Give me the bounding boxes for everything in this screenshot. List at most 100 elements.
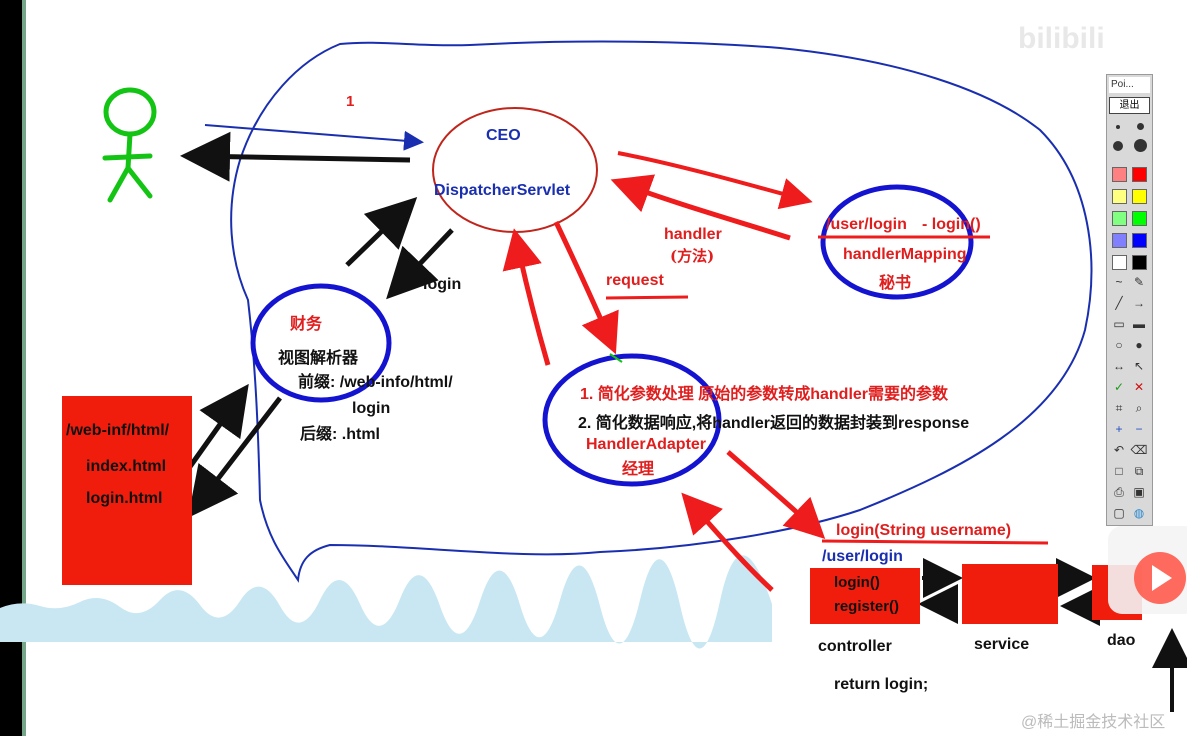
color-swatch[interactable]: [1112, 189, 1127, 204]
service-label: service: [974, 636, 1030, 653]
file-login-label: login.html: [86, 490, 163, 507]
color-swatch[interactable]: [1112, 233, 1127, 248]
color-swatch[interactable]: [1132, 211, 1147, 226]
arrow-adapter-to-dispatcher: [502, 228, 551, 366]
prefix-label: 前缀: /web-info/html/: [298, 374, 453, 391]
video-player-overlay[interactable]: [1108, 526, 1187, 614]
view-resolver-label: 视图解析器: [278, 348, 359, 367]
undo-icon[interactable]: ↶: [1113, 443, 1125, 457]
color-swatch[interactable]: [1112, 255, 1127, 270]
arrow-controller-to-adapter: [681, 492, 774, 592]
close-icon[interactable]: ✕: [1133, 380, 1145, 394]
left-green-edge: [22, 0, 26, 736]
mapping-role-label: 秘书: [879, 273, 912, 292]
globe-icon[interactable]: ◍: [1133, 506, 1145, 520]
controller-login-method: login(): [834, 574, 880, 591]
medium-brush-icon[interactable]: [1137, 123, 1144, 130]
crop-icon[interactable]: ⌗: [1115, 401, 1123, 415]
login-return-label: login: [423, 276, 462, 293]
screen-icon[interactable]: ▢: [1113, 506, 1125, 520]
handler-mapping-ellipse: [820, 184, 974, 300]
filled-ellipse-icon[interactable]: ●: [1135, 338, 1143, 352]
color-swatch[interactable]: [1132, 255, 1147, 270]
request-arrow: [204, 124, 424, 151]
color-swatch[interactable]: [1132, 167, 1147, 182]
eraser-icon[interactable]: ✎: [1133, 275, 1145, 289]
rect-icon[interactable]: ▭: [1113, 317, 1125, 331]
handler-adapter-label: HandlerAdapter: [586, 436, 707, 453]
arrow-dispatcher-to-resolver: [386, 228, 454, 300]
xlarge-brush-icon[interactable]: [1134, 139, 1147, 152]
ceo-label: CEO: [486, 127, 521, 144]
arrow-dispatcher-to-adapter: [553, 220, 619, 355]
drawing-toolbar: Poi... 退出 ~ ✎ ╱ → ▭ ▬ ○ ● ↔ ↖ ✓ ✕ ⌗ ⌕ +−↶ ⌫ □ ⧉ ⎙ ▣ ▢ ◍: [1106, 74, 1153, 526]
dao-label: dao: [1107, 632, 1136, 649]
cursor-icon[interactable]: ↖: [1133, 359, 1145, 373]
toolbar-title: Poi...: [1109, 77, 1150, 93]
controller-path-label: /user/login: [822, 548, 903, 565]
signature-underline: [821, 539, 1049, 545]
request-label: request: [606, 272, 664, 289]
prefix-login-label: login: [352, 400, 391, 417]
arrow-adapter-to-controller: [726, 450, 826, 539]
exit-button[interactable]: 退出: [1109, 97, 1150, 114]
move-icon[interactable]: ↔: [1113, 359, 1125, 373]
html-files-box: [62, 396, 192, 585]
return-login-label: return login;: [834, 676, 929, 693]
color-swatch[interactable]: [1132, 189, 1147, 204]
mapping-method-label: - login(): [922, 216, 981, 233]
step-number: 1: [346, 93, 355, 110]
arrow-resolver-to-dispatcher: [345, 197, 418, 267]
adapter-point1-label: 1. 简化参数处理 原始的参数转成handler需要的参数: [580, 386, 949, 403]
mapping-path-label: /user/login: [826, 216, 907, 233]
color-swatch[interactable]: [1112, 211, 1127, 226]
user-stick-figure: [102, 87, 157, 203]
controller-label: controller: [818, 638, 892, 655]
finance-label: 财务: [290, 314, 323, 333]
plus-icon[interactable]: +: [1115, 422, 1123, 436]
zoom-icon[interactable]: ⌕: [1135, 401, 1143, 415]
handler-adapter-ellipse: [542, 353, 722, 487]
ellipse-icon[interactable]: ○: [1115, 338, 1123, 352]
print-icon[interactable]: ⎙: [1114, 485, 1124, 499]
cloud-outline: [230, 40, 1093, 583]
controller-box: [810, 568, 920, 624]
copy-icon[interactable]: ⧉: [1134, 464, 1144, 478]
response-arrow: [180, 131, 411, 182]
login-signature-label: login(String username): [836, 522, 1012, 539]
arrow-mapping-to-dispatcher: [610, 174, 791, 241]
arrow-icon[interactable]: →: [1133, 296, 1145, 310]
new-page-icon[interactable]: □: [1115, 464, 1123, 478]
line-icon[interactable]: ╱: [1115, 296, 1123, 310]
service-box: [962, 564, 1058, 624]
wave-band: [0, 555, 772, 649]
save-icon[interactable]: ▣: [1133, 485, 1145, 499]
filled-rect-icon[interactable]: ▬: [1133, 317, 1145, 331]
file-index-label: index.html: [86, 458, 167, 475]
check-icon[interactable]: ✓: [1113, 380, 1125, 394]
pencil-icon[interactable]: ~: [1115, 275, 1123, 289]
suffix-label: 后缀: .html: [300, 426, 380, 443]
handler-method-label: (方法): [670, 247, 715, 265]
adapter-role-label: 经理: [622, 459, 655, 478]
adapter-point2-label: 2. 简化数据响应,将handler返回的数据封装到response: [578, 415, 970, 432]
large-brush-icon[interactable]: [1113, 141, 1123, 151]
view-resolver-ellipse: [250, 283, 392, 403]
minus-icon[interactable]: −: [1135, 422, 1143, 436]
dispatcher-label: DispatcherServlet: [434, 182, 571, 199]
green-tick: [609, 353, 623, 363]
trash-icon[interactable]: ⌫: [1130, 443, 1148, 457]
left-black-bar: [0, 0, 22, 736]
bilibili-logo: bilibili: [1018, 22, 1105, 55]
folder-path-label: /web-inf/html/: [66, 422, 170, 439]
controller-register-method: register(): [834, 598, 900, 615]
small-brush-icon[interactable]: [1116, 125, 1120, 129]
request-underline: [605, 295, 689, 300]
color-swatch[interactable]: [1132, 233, 1147, 248]
arrow-resolver-to-files: [187, 396, 282, 518]
arrow-dispatcher-to-mapping: [617, 151, 813, 210]
color-swatch[interactable]: [1112, 167, 1127, 182]
juejin-watermark: @稀土掘金技术社区: [1021, 714, 1166, 731]
handler-mapping-label: handlerMapping: [843, 246, 967, 263]
